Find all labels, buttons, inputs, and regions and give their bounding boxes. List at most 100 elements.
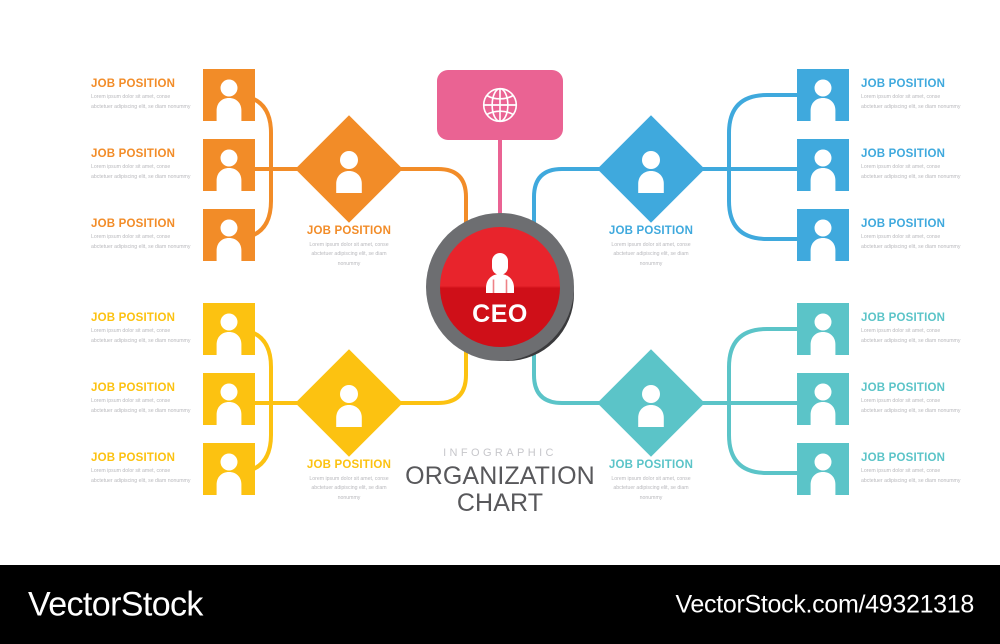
leaf-node[interactable]: JOB POSITION Lorem ipsum dolor sit amet,… [55,69,255,121]
branch-caption: JOB POSITION Lorem ipsum dolor sit amet,… [561,225,741,270]
person-icon [203,443,255,495]
leaf-text: JOB POSITION Lorem ipsum dolor sit amet,… [91,452,191,487]
leaf-node[interactable]: JOB POSITION Lorem ipsum dolor sit amet,… [55,443,255,495]
wire-blue-leaf-1 [727,93,797,199]
person-icon [336,385,362,427]
job-description: Lorem ipsum dolor sit amet, conse abctet… [309,475,389,501]
wire-orange-to-ceo [393,167,468,243]
branch-node-yellow[interactable]: JOB POSITION Lorem ipsum dolor sit amet,… [259,349,439,504]
leaf-node[interactable]: JOB POSITION Lorem ipsum dolor sit amet,… [55,373,255,425]
job-description: Lorem ipsum dolor sit amet, conse abctet… [861,328,961,344]
leaf-node[interactable]: JOB POSITION Lorem ipsum dolor sit amet,… [797,69,997,121]
person-icon [797,303,849,355]
leaf-text: JOB POSITION Lorem ipsum dolor sit amet,… [861,78,961,113]
job-description: Lorem ipsum dolor sit amet, conse abctet… [309,241,389,267]
job-title: JOB POSITION [861,77,946,90]
leaf-text: JOB POSITION Lorem ipsum dolor sit amet,… [91,218,191,253]
job-description: Lorem ipsum dolor sit amet, conse abctet… [91,398,191,414]
wire-yellow-to-ceo [393,331,468,405]
title-line-2: CHART [456,489,544,517]
kicker-text: INFOGRAPHIC [443,447,557,459]
leaf-node[interactable]: JOB POSITION Lorem ipsum dolor sit amet,… [797,373,997,425]
person-icon [486,253,514,293]
leaf-node[interactable]: JOB POSITION Lorem ipsum dolor sit amet,… [55,139,255,191]
job-title: JOB POSITION [91,451,176,464]
ceo-disc: CEO [440,227,560,347]
leaf-node[interactable]: JOB POSITION Lorem ipsum dolor sit amet,… [55,209,255,261]
globe-card[interactable] [437,70,563,140]
leaf-text: JOB POSITION Lorem ipsum dolor sit amet,… [91,312,191,347]
wire-teal-to-ceo [532,331,607,405]
leaf-node[interactable]: JOB POSITION Lorem ipsum dolor sit amet,… [797,303,997,355]
job-description: Lorem ipsum dolor sit amet, conse abctet… [91,94,191,110]
leaf-node[interactable]: JOB POSITION Lorem ipsum dolor sit amet,… [55,303,255,355]
person-icon [797,443,849,495]
watermark-bar: VectorStock VectorStock.com/49321318 [0,565,1000,644]
job-description: Lorem ipsum dolor sit amet, conse abctet… [91,328,191,344]
job-description: Lorem ipsum dolor sit amet, conse abctet… [91,164,191,180]
person-icon [203,139,255,191]
vectorstock-logo: VectorStock [28,585,203,623]
job-title: JOB POSITION [306,459,392,471]
job-title: JOB POSITION [91,77,176,90]
person-icon [203,373,255,425]
job-title: JOB POSITION [608,459,694,471]
ceo-label: CEO [472,300,528,328]
wire-blue-leaf-3 [727,167,797,241]
ceo-node[interactable]: CEO [426,213,574,361]
job-description: Lorem ipsum dolor sit amet, conse abctet… [91,468,191,484]
job-title: JOB POSITION [91,147,176,160]
person-icon [336,151,362,193]
job-title: JOB POSITION [91,381,176,394]
wire-teal-leaf-1 [727,327,797,433]
leaf-node[interactable]: JOB POSITION Lorem ipsum dolor sit amet,… [797,443,997,495]
job-description: Lorem ipsum dolor sit amet, conse abctet… [611,241,691,267]
branch-node-teal[interactable]: JOB POSITION Lorem ipsum dolor sit amet,… [561,349,741,504]
job-title: JOB POSITION [861,451,946,464]
chart-title-block: INFOGRAPHIC ORGANIZATION CHART [390,447,610,517]
job-description: Lorem ipsum dolor sit amet, conse abctet… [861,94,961,110]
job-title: JOB POSITION [91,311,176,324]
diamond-shape [295,349,403,457]
leaf-node[interactable]: JOB POSITION Lorem ipsum dolor sit amet,… [797,139,997,191]
page-title: ORGANIZATION CHART [390,463,610,517]
job-description: Lorem ipsum dolor sit amet, conse abctet… [861,468,961,484]
job-description: Lorem ipsum dolor sit amet, conse abctet… [861,234,961,250]
person-icon [203,69,255,121]
branch-caption: JOB POSITION Lorem ipsum dolor sit amet,… [561,459,741,504]
vectorstock-url: VectorStock.com/49321318 [675,590,974,618]
branch-caption: JOB POSITION Lorem ipsum dolor sit amet,… [259,459,439,504]
job-description: Lorem ipsum dolor sit amet, conse abctet… [861,398,961,414]
person-icon [203,209,255,261]
leaf-text: JOB POSITION Lorem ipsum dolor sit amet,… [861,382,961,417]
job-description: Lorem ipsum dolor sit amet, conse abctet… [861,164,961,180]
wire-blue-to-ceo [532,167,607,243]
diamond-shape [597,349,705,457]
job-title: JOB POSITION [861,147,946,160]
person-icon [797,209,849,261]
leaf-text: JOB POSITION Lorem ipsum dolor sit amet,… [861,312,961,347]
diamond-shape [295,115,403,223]
job-description: Lorem ipsum dolor sit amet, conse abctet… [611,475,691,501]
person-icon [638,151,664,193]
job-title: JOB POSITION [608,225,694,237]
leaf-text: JOB POSITION Lorem ipsum dolor sit amet,… [91,382,191,417]
leaf-node[interactable]: JOB POSITION Lorem ipsum dolor sit amet,… [797,209,997,261]
branch-node-blue[interactable]: JOB POSITION Lorem ipsum dolor sit amet,… [561,115,741,270]
job-title: JOB POSITION [306,225,392,237]
leaf-text: JOB POSITION Lorem ipsum dolor sit amet,… [861,148,961,183]
job-title: JOB POSITION [861,311,946,324]
branch-node-orange[interactable]: JOB POSITION Lorem ipsum dolor sit amet,… [259,115,439,270]
leaf-text: JOB POSITION Lorem ipsum dolor sit amet,… [91,78,191,113]
job-description: Lorem ipsum dolor sit amet, conse abctet… [91,234,191,250]
person-icon [797,373,849,425]
person-icon [797,69,849,121]
branch-caption: JOB POSITION Lorem ipsum dolor sit amet,… [259,225,439,270]
job-title: JOB POSITION [861,381,946,394]
leaf-text: JOB POSITION Lorem ipsum dolor sit amet,… [861,218,961,253]
leaf-text: JOB POSITION Lorem ipsum dolor sit amet,… [91,148,191,183]
globe-icon [482,87,518,123]
diamond-shape [597,115,705,223]
person-icon [638,385,664,427]
person-icon [203,303,255,355]
